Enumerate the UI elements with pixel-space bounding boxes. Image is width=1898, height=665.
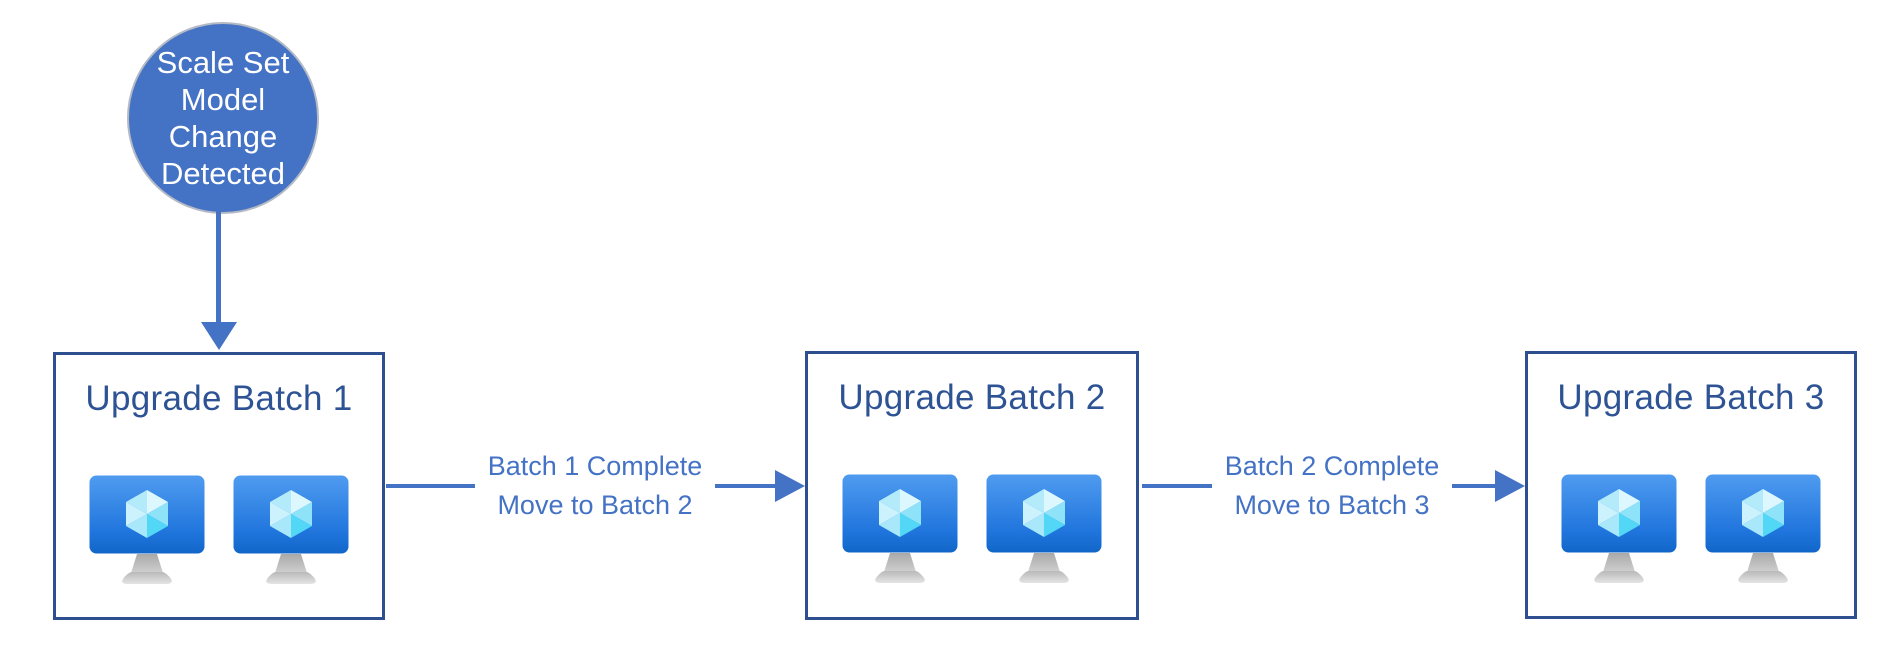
batch-title: Upgrade Batch 2 — [838, 378, 1106, 417]
upgrade-batch-2-box: Upgrade Batch 2 — [805, 351, 1139, 620]
cube-glyph — [270, 490, 312, 538]
transition-label-1: Batch 1 Complete Move to Batch 2 — [475, 447, 715, 525]
transition-label-line: Batch 2 Complete — [1224, 451, 1440, 481]
virtual-machine-icon — [986, 474, 1102, 583]
arrow-batch1-to-batch2-head-icon — [775, 470, 805, 502]
virtual-machine-icon — [233, 475, 349, 584]
transition-label-line: Batch 1 Complete — [487, 451, 703, 481]
cube-glyph — [1742, 489, 1784, 537]
virtual-machine-icon — [1561, 474, 1677, 583]
vm-icon-row — [808, 474, 1136, 587]
virtual-machine-icon — [89, 475, 205, 584]
vm-icon-row — [56, 475, 382, 588]
down-arrow-line — [216, 211, 221, 324]
transition-label-2: Batch 2 Complete Move to Batch 3 — [1212, 447, 1452, 525]
cube-glyph — [879, 489, 921, 537]
scale-set-model-change-node: Scale Set Model Change Detected — [127, 22, 319, 214]
down-arrow-head-icon — [201, 322, 237, 350]
virtual-machine-icon — [842, 474, 958, 583]
cube-glyph — [1598, 489, 1640, 537]
cube-glyph — [126, 490, 168, 538]
virtual-machine-icon — [1705, 474, 1821, 583]
transition-label-line: Move to Batch 2 — [497, 490, 693, 520]
batch-title: Upgrade Batch 3 — [1557, 378, 1825, 417]
upgrade-batch-3-box: Upgrade Batch 3 — [1525, 351, 1857, 619]
transition-label-line: Move to Batch 3 — [1234, 490, 1430, 520]
upgrade-batch-1-box: Upgrade Batch 1 — [53, 352, 385, 620]
vm-icon-row — [1528, 474, 1854, 587]
batch-title: Upgrade Batch 1 — [85, 379, 353, 418]
arrow-batch2-to-batch3-head-icon — [1495, 470, 1525, 502]
cube-glyph — [1023, 489, 1065, 537]
